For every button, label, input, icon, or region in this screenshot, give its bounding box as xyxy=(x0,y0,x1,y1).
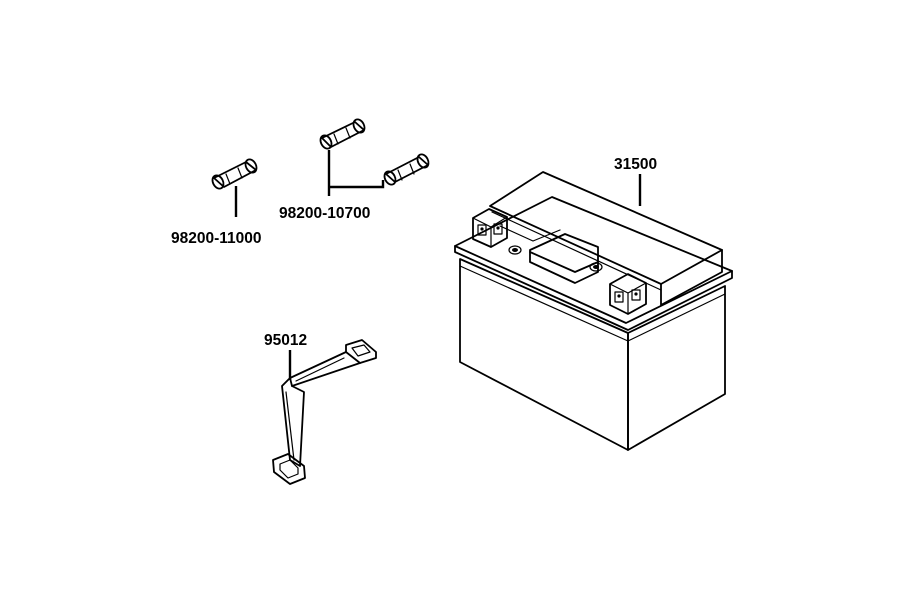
leader-lines xyxy=(234,150,642,380)
terminal-positive xyxy=(609,273,647,315)
terminal-negative xyxy=(472,208,508,248)
fuse-glass-icon xyxy=(383,153,430,186)
callout-strap: 95012 xyxy=(264,332,307,349)
leader-fuse-pair xyxy=(327,150,385,196)
callout-battery: 31500 xyxy=(614,156,657,173)
battery-strap[interactable] xyxy=(272,339,377,485)
fuse-pair[interactable] xyxy=(318,117,430,186)
callout-fuse-single: 98200-11000 xyxy=(171,230,262,247)
fuse-single[interactable] xyxy=(210,157,258,190)
battery[interactable] xyxy=(454,171,733,451)
fuse-glass-icon xyxy=(319,118,366,150)
callout-fuse-pair: 98200-10700 xyxy=(279,205,370,222)
fuse-glass-icon xyxy=(211,158,258,190)
